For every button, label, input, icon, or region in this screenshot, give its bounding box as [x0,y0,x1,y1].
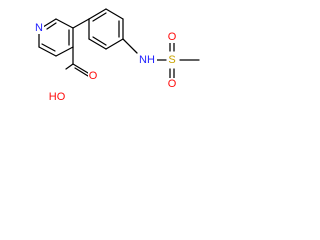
bond-b2-b3 [105,8,124,20]
bond-c5-c6 [38,46,57,57]
bond-b4-nh [122,38,138,54]
bond-b1-b2-inner [92,12,107,22]
structural-formula: N O HO NH S O O [34,8,200,103]
atom-labels: N O HO NH S O O [34,22,177,103]
bond-c5-c6-inner [41,43,56,52]
bond-c2-c3 [55,18,74,29]
hydroxyl-label: HO [49,91,66,103]
bond-biaryl [72,18,90,29]
bonds [38,8,200,80]
sulfonyl-oxygen-top-label: O [168,31,177,43]
bond-b5-b6-inner [92,36,107,46]
bond-b4-b5 [105,38,124,50]
bond-n-c2-inner [46,22,57,30]
bond-c4-c5 [55,46,74,57]
bond-c-oh [65,63,74,70]
bond-c-o-double [72,63,89,74]
carbonyl-oxygen-label: O [89,70,98,82]
bond-n-c2 [42,18,57,28]
sulfonyl-oxygen-bottom-label: O [168,78,177,90]
pyridine-nitrogen-label: N [35,22,43,34]
bond-b1-b2 [88,8,107,20]
sulfur-label: S [168,54,175,66]
bond-c-o-double-inner [74,67,89,77]
amine-nh-label: NH [139,54,155,66]
bond-b5-b6 [88,38,107,50]
